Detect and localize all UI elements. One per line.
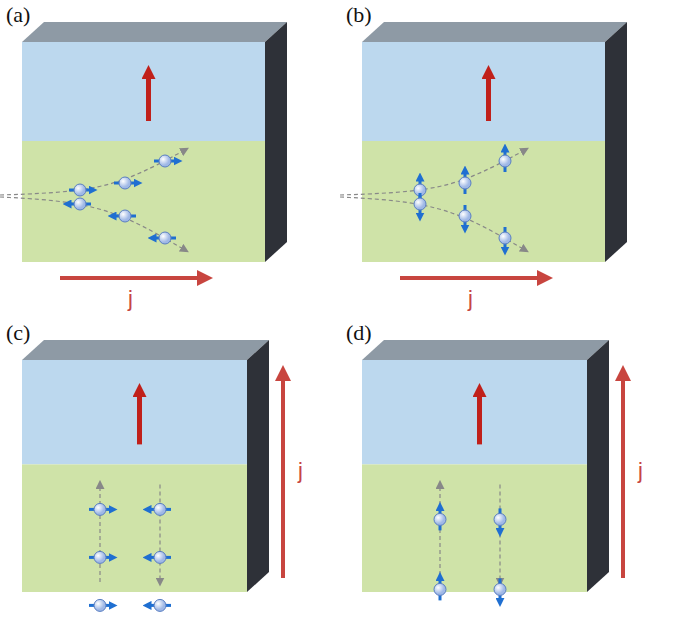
trajectory xyxy=(0,150,185,195)
side-face xyxy=(605,22,627,262)
trajectory xyxy=(99,484,100,582)
trajectory xyxy=(340,197,525,250)
spin-electron xyxy=(89,503,113,515)
ferromagnet-layer xyxy=(362,42,605,141)
spin-electron xyxy=(67,198,91,210)
trajectory xyxy=(0,197,185,250)
spin-electron xyxy=(147,551,171,563)
trajectory xyxy=(439,484,440,582)
side-face xyxy=(247,340,269,592)
ferromagnet-layer xyxy=(22,360,247,464)
top-face xyxy=(22,22,287,42)
current-arrow xyxy=(621,373,625,578)
spin-electron xyxy=(494,578,506,602)
ferromagnet-layer xyxy=(362,360,587,464)
spin-electron xyxy=(147,599,171,611)
spin-electron xyxy=(154,155,178,167)
panel-drawing xyxy=(22,340,283,611)
spin-electron xyxy=(114,177,138,189)
panel-drawing xyxy=(340,22,627,278)
magnetization-arrow xyxy=(137,390,142,444)
panel-drawing xyxy=(362,340,623,602)
panel-label: (b) xyxy=(346,4,372,26)
current-label: j xyxy=(298,460,303,482)
panel-label: (c) xyxy=(6,322,30,344)
spin-electron xyxy=(459,205,471,229)
ferromagnet-layer xyxy=(22,42,265,141)
current-label: j xyxy=(468,288,473,310)
spin-electron xyxy=(147,503,171,515)
spin-electron xyxy=(112,210,136,222)
spin-electron xyxy=(434,506,446,530)
trajectory xyxy=(159,484,160,582)
spin-electron xyxy=(152,232,176,244)
current-arrow xyxy=(281,373,285,578)
nonmagnet-layer xyxy=(22,464,247,592)
magnetization-arrow xyxy=(146,72,151,121)
current-arrow xyxy=(60,276,205,280)
magnetization-arrow xyxy=(486,72,491,121)
trajectory xyxy=(499,484,500,582)
spin-electron xyxy=(434,576,446,600)
nonmagnet-layer xyxy=(362,464,587,592)
side-face xyxy=(265,22,287,262)
spin-electron xyxy=(89,599,113,611)
panel-drawing xyxy=(0,22,287,278)
current-label: j xyxy=(638,460,643,482)
spin-electron xyxy=(414,193,426,217)
top-face xyxy=(362,22,627,42)
spin-electron xyxy=(69,184,93,196)
top-face xyxy=(362,340,609,360)
spin-electron xyxy=(89,551,113,563)
trajectory xyxy=(340,150,525,195)
spin-electron xyxy=(459,170,471,194)
side-face xyxy=(587,340,609,592)
magnetization-arrow xyxy=(477,390,482,444)
current-label: j xyxy=(128,288,133,310)
spin-electron xyxy=(499,227,511,251)
current-arrow xyxy=(400,276,545,280)
spin-electron xyxy=(494,508,506,532)
panel-label: (d) xyxy=(346,322,372,344)
top-face xyxy=(22,340,269,360)
panel-label: (a) xyxy=(6,4,30,26)
spin-electron xyxy=(499,148,511,172)
